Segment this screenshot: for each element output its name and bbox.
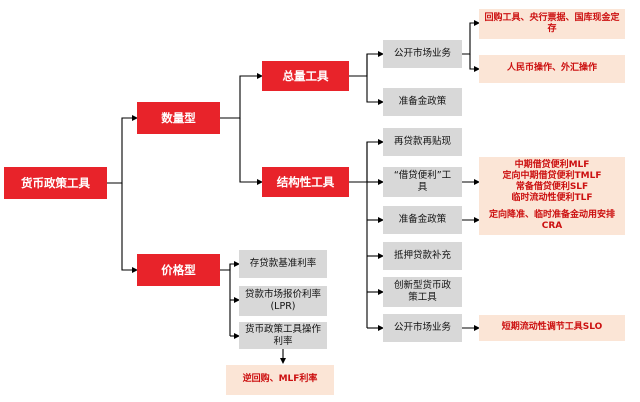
connector-root [107,115,138,184]
quantity-node: 数量型 [137,102,220,134]
lpr-node: 贷款市场报价利率(LPR) [239,286,327,316]
repo-tools-detail-label: 回购工具、央行票据、国库现金定存 [484,12,620,34]
benchmark-rate-node: 存贷款基准利率 [239,250,327,278]
connector-quantity-structural [239,118,263,185]
root-label: 货币政策工具 [21,175,90,190]
total-tools-label: 总量工具 [282,68,329,83]
connector-root-price [121,183,138,273]
tlf-item: 临时流动性便利TLF [511,193,593,204]
total-reserve-label: 准备金政策 [398,96,447,108]
lending-facility-label: “借贷便利”工具 [393,170,452,193]
psl-label: 抵押贷款补充 [393,250,451,262]
targeted-rrr-detail-label: 定向降准、临时准备金动用安排CRA [488,209,615,231]
benchmark-rate-label: 存贷款基准利率 [249,258,317,270]
quantity-label: 数量型 [161,110,196,125]
total-open-market-node: 公开市场业务 [383,40,462,68]
relending-node: 再贷款再贴现 [383,128,462,156]
total-tools-node: 总量工具 [262,61,349,91]
structural-open-market-label: 公开市场业务 [393,322,451,334]
tmlf-item: 定向中期借贷便利TMLF [502,170,602,181]
price-label: 价格型 [161,262,196,277]
innovative-tools-node: 创新型货币政策工具 [383,277,462,307]
connector-quantity [220,73,263,119]
structural-tools-node: 结构性工具 [262,167,349,197]
reverse-repo-mlf-detail-label: 逆回购、MLF利率 [242,374,318,385]
total-open-market-label: 公开市场业务 [393,48,451,60]
reverse-repo-mlf-detail: 逆回购、MLF利率 [226,365,334,395]
connector-open-market [462,20,480,55]
lending-facility-node: “借贷便利”工具 [383,167,462,197]
structural-tools-label: 结构性工具 [276,174,335,189]
mlf-item: 中期借贷便利MLF [514,159,590,170]
connector-open-market-fx [469,54,480,72]
slo-detail: 短期流动性调节工具SLO [479,315,625,341]
root-node: 货币政策工具 [4,167,107,199]
repo-tools-detail: 回购工具、央行票据、国库现金定存 [479,9,625,39]
policy-rate-label: 货币政策工具操作利率 [245,323,322,347]
structural-reserve-node: 准备金政策 [383,206,462,234]
policy-rate-node: 货币政策工具操作利率 [239,322,327,349]
price-node: 价格型 [137,254,220,286]
lpr-label: 贷款市场报价利率(LPR) [245,289,322,312]
connector-structural [349,139,384,183]
innovative-tools-label: 创新型货币政策工具 [393,280,451,303]
fx-operations-detail-label: 人民币操作、外汇操作 [506,63,597,74]
fx-operations-detail: 人民币操作、外汇操作 [479,55,625,83]
relending-label: 再贷款再贴现 [393,136,451,148]
total-reserve-node: 准备金政策 [383,88,462,116]
lending-facility-details: 中期借贷便利MLF 定向中期借贷便利TMLF 常备借贷便利SLF 临时流动性便利… [479,157,625,207]
structural-open-market-node: 公开市场业务 [383,314,462,342]
connector-total [349,51,384,77]
psl-node: 抵押贷款补充 [383,242,462,270]
connector-total-reserve [366,54,384,105]
slo-detail-label: 短期流动性调节工具SLO [501,322,603,333]
targeted-rrr-detail: 定向降准、临时准备金动用安排CRA [479,207,625,235]
slf-item: 常备借贷便利SLF [515,182,589,192]
structural-reserve-label: 准备金政策 [398,214,447,226]
